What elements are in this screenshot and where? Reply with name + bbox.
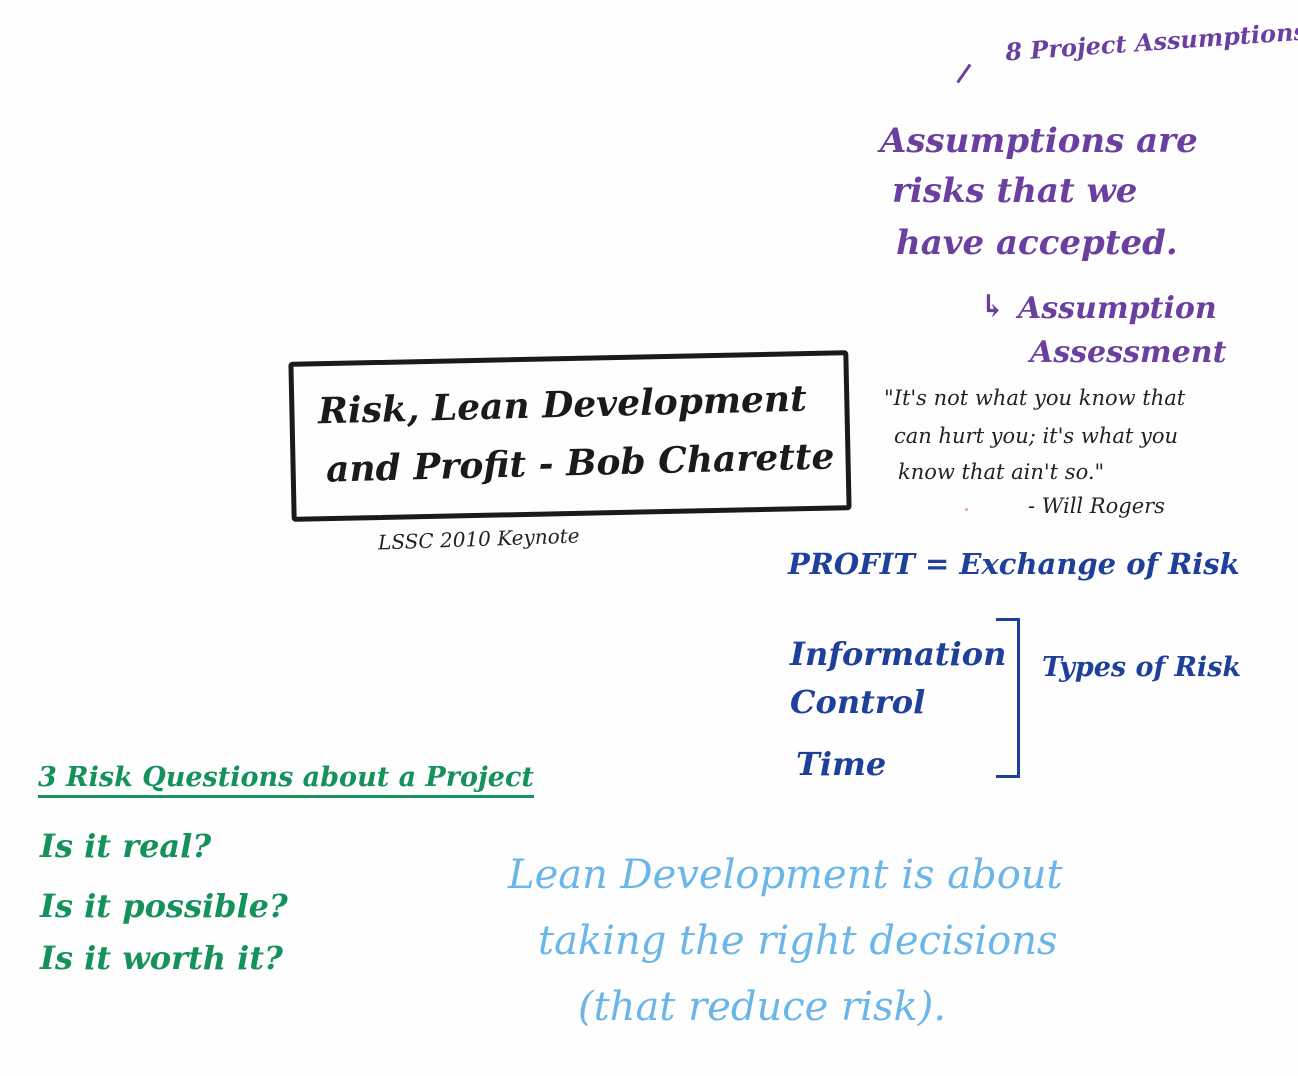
- risk-types-bracket: [996, 618, 1020, 778]
- quote-line-3: know that ain't so.": [898, 460, 1105, 484]
- risk-questions-heading: 3 Risk Questions about a Project: [38, 762, 534, 799]
- title-subtitle: LSSC 2010 Keynote: [377, 523, 580, 555]
- connector-tick: [956, 63, 993, 99]
- lean-line-3: (that reduce risk).: [578, 984, 947, 1030]
- assumptions-heading: 8 Project Assumptions: [1004, 16, 1298, 67]
- risk-question-2: Is it possible?: [40, 887, 288, 925]
- lean-line-1: Lean Development is about: [508, 852, 1063, 898]
- risk-question-3: Is it worth it?: [40, 939, 283, 977]
- quote-line-2: can hurt you; it's what you: [894, 424, 1179, 448]
- quote-author: - Will Rogers: [1028, 494, 1165, 518]
- ink-speck: [965, 508, 968, 511]
- assumptions-line-1: Assumptions are: [880, 121, 1198, 161]
- assumptions-line-2: risks that we: [892, 171, 1138, 211]
- assumption-assessment-line-1: Assumption: [1018, 291, 1217, 326]
- types-of-risk-label: Types of Risk: [1042, 652, 1242, 683]
- arrow-icon: ↳: [980, 289, 1006, 324]
- title-box: [288, 350, 852, 522]
- risk-type-time: Time: [796, 745, 887, 783]
- risk-question-1: Is it real?: [40, 827, 212, 865]
- quote-line-1: "It's not what you know that: [884, 386, 1186, 410]
- risk-type-information: Information: [790, 635, 1007, 673]
- profit-equation: PROFIT = Exchange of Risk: [788, 547, 1240, 581]
- assumption-assessment-line-2: Assessment: [1030, 335, 1227, 370]
- risk-type-control: Control: [790, 683, 926, 721]
- lean-line-2: taking the right decisions: [538, 918, 1058, 964]
- assumptions-line-3: have accepted.: [896, 223, 1178, 263]
